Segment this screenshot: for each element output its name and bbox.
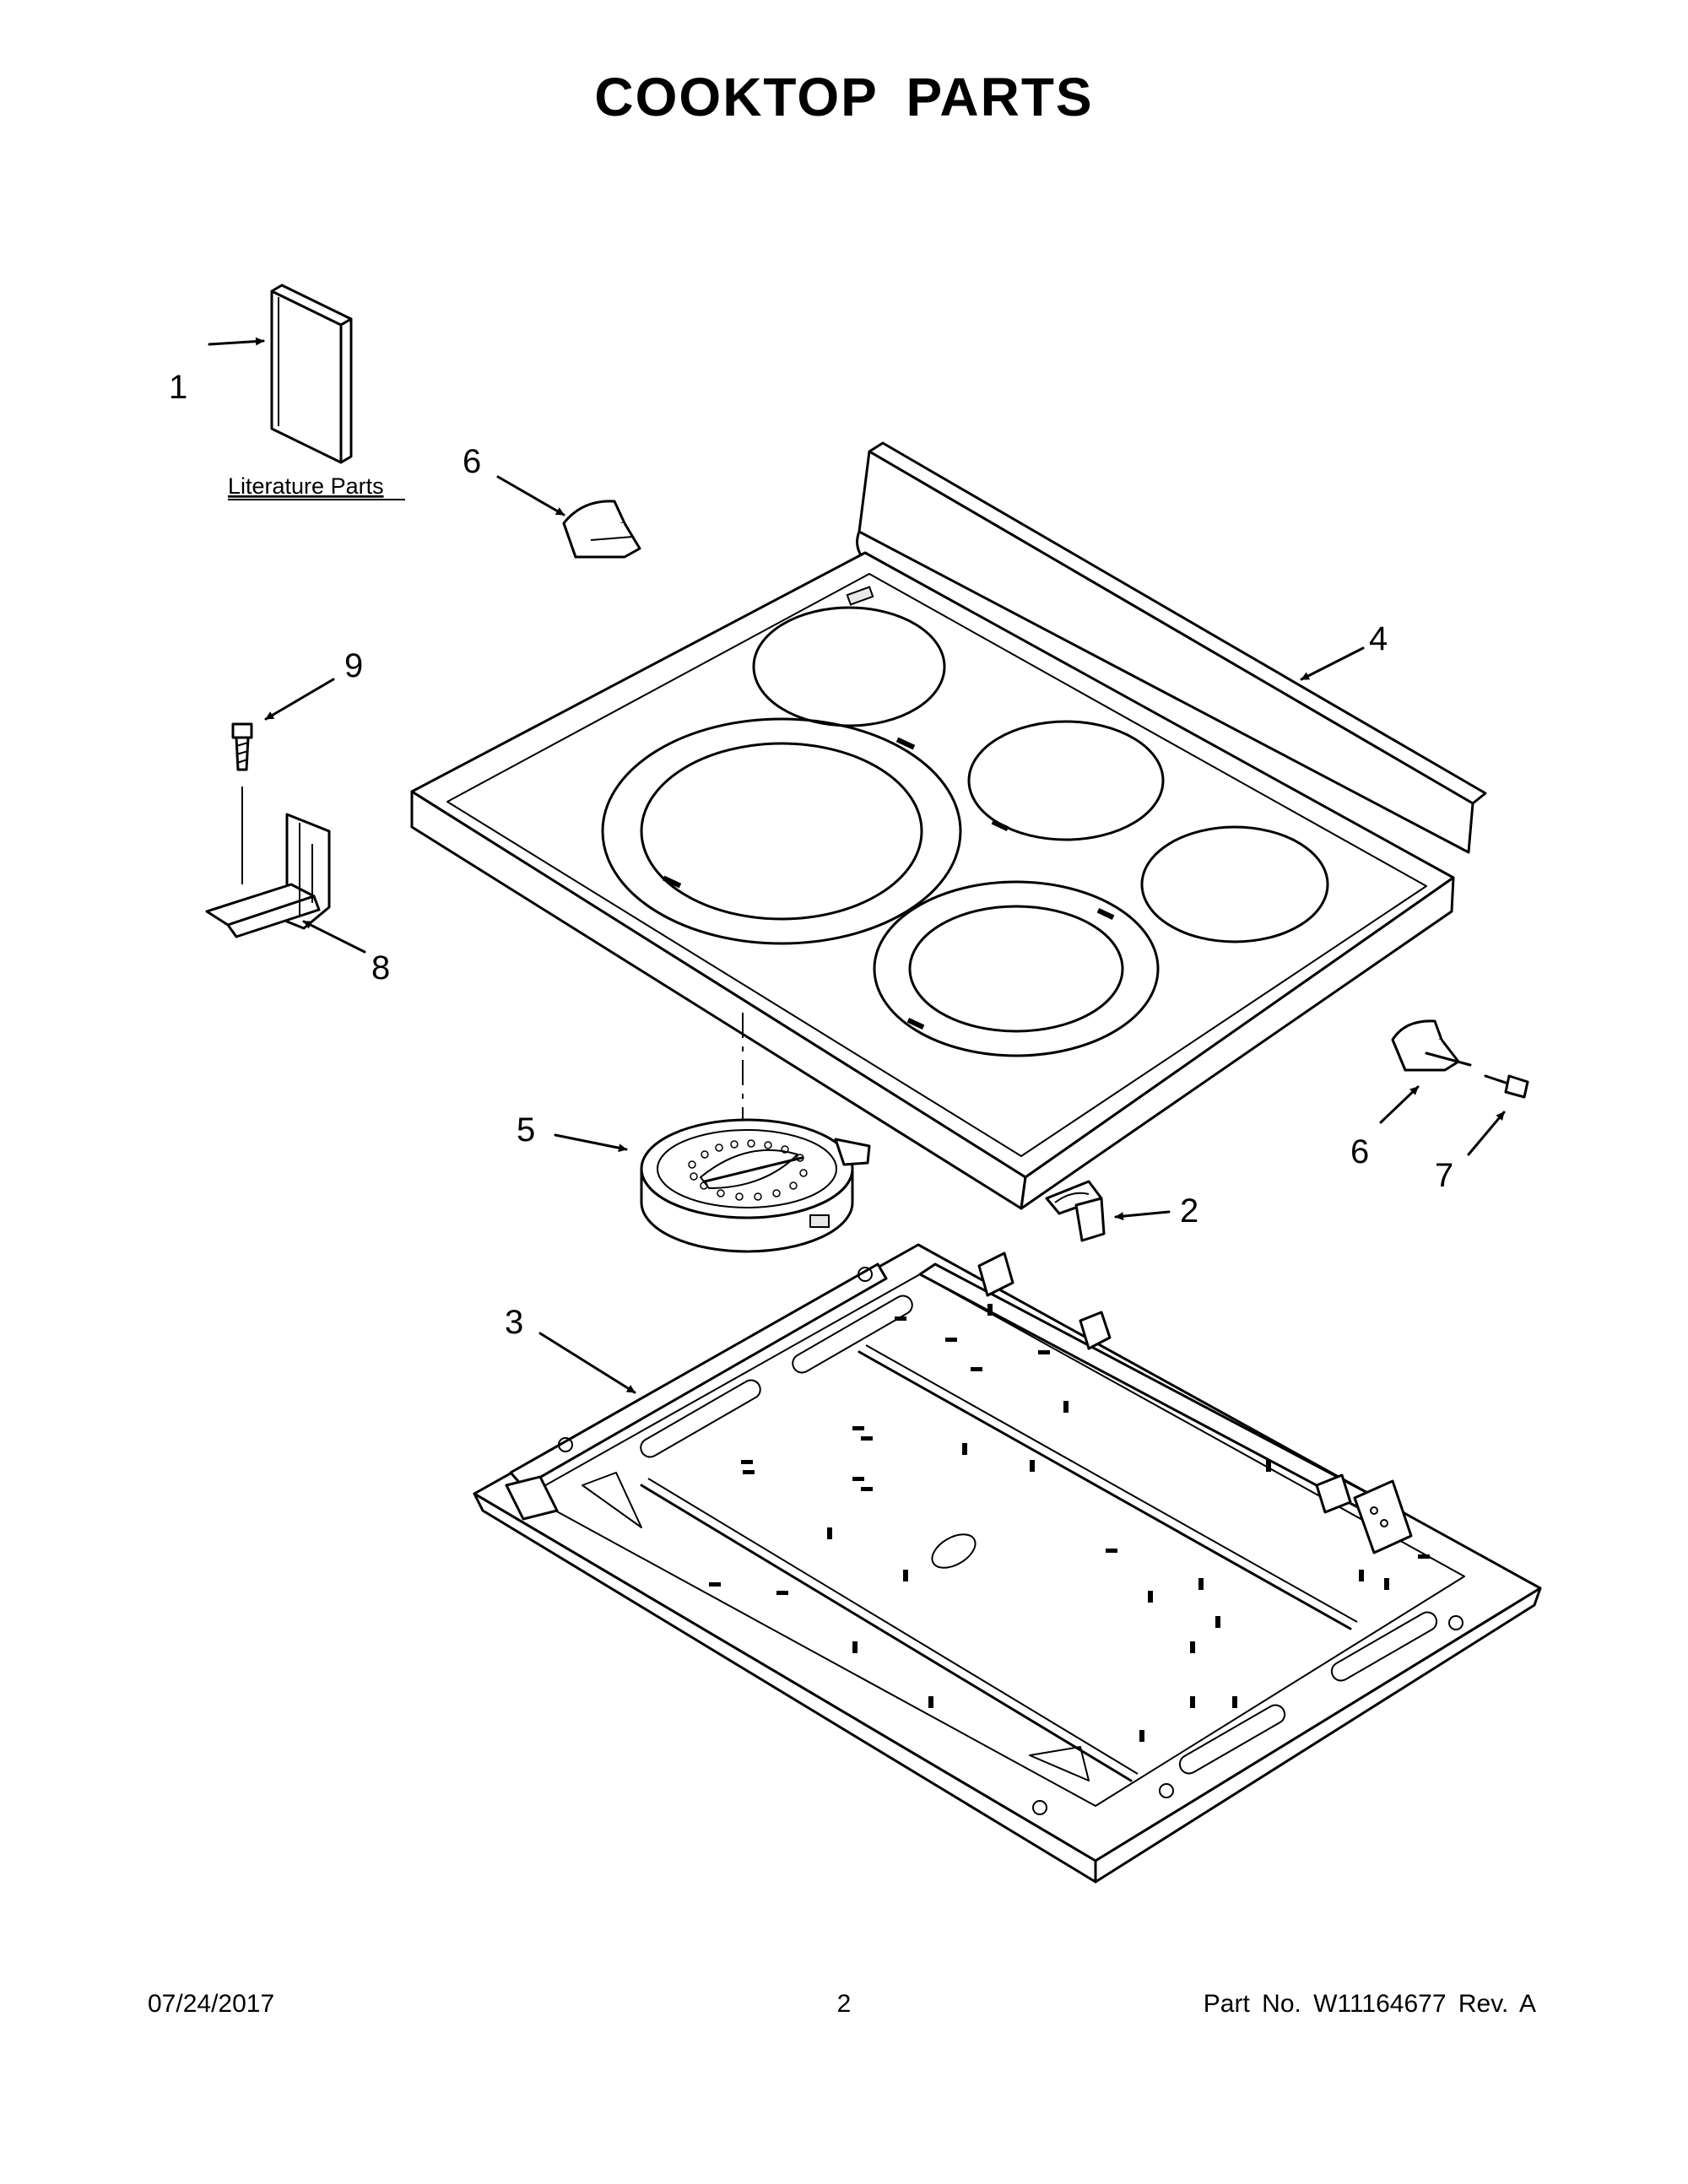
callout-9: 9 [344, 647, 363, 684]
leader-arrow-3 [538, 1332, 636, 1394]
cooktop-frame [410, 441, 1487, 1210]
leader-arrow-6-upper [496, 475, 565, 516]
footer-part-number: Part No. W11164677 Rev. A [1203, 1990, 1536, 2018]
callout-6-upper: 6 [463, 443, 481, 480]
literature-booklet [270, 284, 353, 464]
leader-arrow-2 [1114, 1210, 1171, 1221]
literature-parts-label: Literature Parts [228, 473, 384, 499]
burner-center [967, 720, 1165, 841]
leader-arrow-6-lower [1379, 1085, 1420, 1124]
radiant-element-5 [640, 1118, 871, 1253]
clip-2 [1045, 1180, 1106, 1242]
leader-arrow-4 [1300, 646, 1365, 681]
callout-7: 7 [1435, 1157, 1453, 1194]
leader-arrow-7 [1467, 1111, 1506, 1156]
leader-arrow-5 [554, 1133, 628, 1153]
burner-rings [601, 606, 1329, 1057]
leader-arrow-8 [302, 920, 366, 954]
burner-rear-left [752, 606, 946, 727]
burner-rear-right [1140, 825, 1329, 943]
callout-6-lower: 6 [1350, 1133, 1369, 1170]
burner-front-left-outer [601, 717, 962, 945]
screw-7 [1484, 1074, 1529, 1099]
screw-9 [231, 722, 253, 771]
leader-arrow-1 [208, 337, 265, 346]
callout-2: 2 [1180, 1192, 1198, 1230]
burner-front-right-inner [908, 905, 1124, 1033]
page-title: COOKTOP PARTS [594, 67, 1094, 127]
main-top-chassis [473, 1243, 1542, 1884]
callout-1: 1 [169, 369, 187, 406]
footer-date: 07/24/2017 [148, 1990, 275, 2018]
footer-page-number: 2 [836, 1990, 852, 2018]
end-cap-lower [1391, 1019, 1472, 1072]
leader-arrow-9 [264, 678, 335, 721]
end-cap-upper [562, 500, 641, 559]
burner-front-left-inner [640, 742, 923, 921]
callout-3: 3 [505, 1304, 523, 1341]
burner-front-right-outer [873, 880, 1160, 1057]
bracket-8 [205, 787, 331, 938]
callout-4: 4 [1369, 620, 1388, 657]
callout-5: 5 [517, 1111, 535, 1149]
callout-8: 8 [371, 949, 390, 987]
